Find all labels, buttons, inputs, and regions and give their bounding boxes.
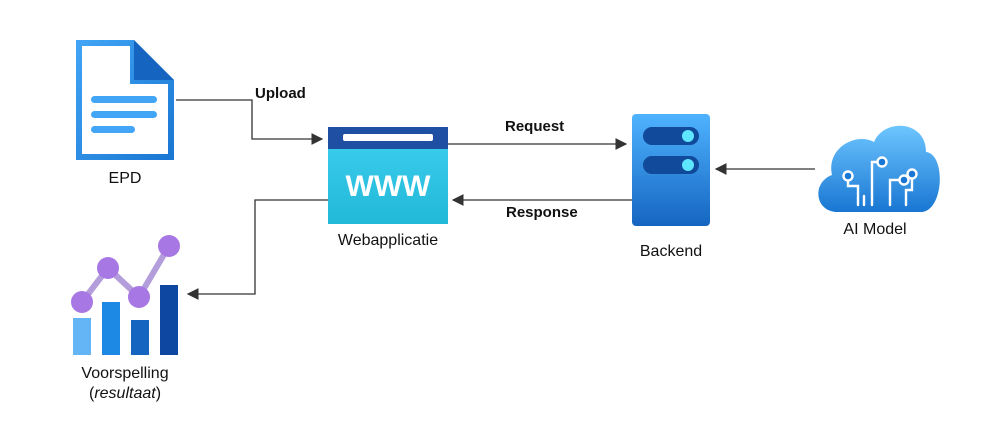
bar-line-chart-icon (71, 235, 180, 355)
cloud-circuit-icon (818, 125, 940, 212)
browser-window-icon: WWW (328, 127, 448, 224)
ai-model-label: AI Model (843, 221, 907, 238)
prediction-sublabel-text: resultaat (94, 385, 156, 402)
upload-edge-label: Upload (255, 85, 306, 102)
www-text: WWW (346, 170, 432, 203)
prediction-sublabel: (resultaat) (88, 385, 162, 402)
document-icon (76, 40, 174, 160)
server-icon (632, 114, 710, 226)
webapp-label: Webapplicatie (337, 232, 439, 249)
edge-upload (176, 99, 324, 145)
backend-label: Backend (639, 243, 703, 260)
request-edge-label: Request (505, 118, 565, 135)
prediction-label: Voorspelling (81, 365, 169, 382)
epd-label: EPD (108, 170, 142, 187)
edge-webapp-to-prediction (186, 199, 328, 300)
response-edge-label: Response (506, 204, 578, 221)
